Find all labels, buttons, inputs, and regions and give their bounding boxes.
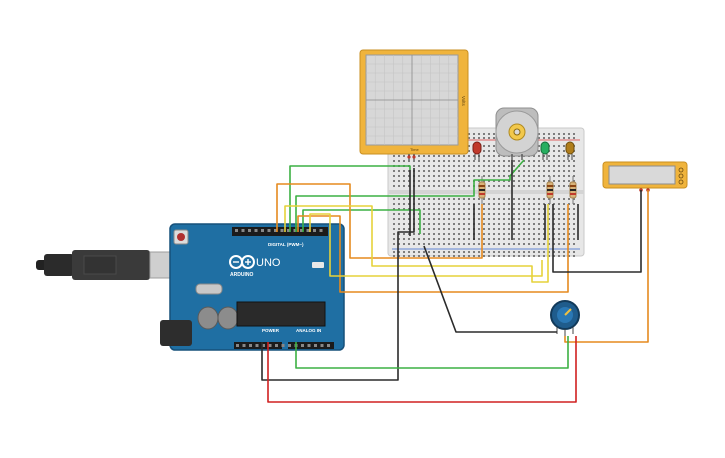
wire-black	[552, 190, 642, 273]
wire-yellow	[309, 213, 543, 277]
wire-green	[295, 159, 525, 232]
resistor-icon[interactable]	[569, 176, 577, 204]
dc-motor-icon[interactable]	[495, 107, 539, 160]
oscilloscope[interactable]: Volts Time	[359, 49, 469, 160]
led-icon[interactable]	[540, 141, 550, 160]
arduino-model-text: UNO	[256, 257, 281, 269]
potentiometer-icon[interactable]	[550, 300, 580, 336]
arduino-analog-label: ANALOG IN	[296, 328, 321, 333]
led-icon[interactable]	[565, 141, 575, 160]
wire-green	[302, 209, 421, 234]
wire-orange	[276, 183, 483, 259]
wire-black	[261, 168, 415, 381]
arduino-uno-board[interactable]: ARDUINO UNO DIGITAL (PWM~) POWER ANALOG …	[160, 223, 345, 351]
arduino-infinity-logo	[229, 255, 255, 269]
arduino-logo-text: ARDUINO	[230, 272, 253, 278]
usb-cable-icon	[36, 250, 187, 280]
arduino-power-label: POWER	[262, 328, 280, 333]
wire-red	[267, 336, 577, 403]
led-icon[interactable]	[472, 141, 482, 160]
wire-green	[289, 165, 411, 232]
oscilloscope-bottom-label: Time	[410, 147, 420, 152]
wires[interactable]	[261, 159, 649, 403]
wire-yellow	[284, 204, 549, 283]
arduino-digital-label: DIGITAL (PWM~)	[268, 242, 304, 247]
wire-orange	[564, 190, 649, 343]
wire-black	[423, 245, 557, 333]
wire-orange	[297, 204, 569, 293]
oscilloscope-side-label: Volts	[461, 96, 466, 107]
multimeter[interactable]	[602, 161, 688, 192]
resistor-icon[interactable]	[546, 176, 554, 204]
wire-green	[295, 336, 569, 369]
